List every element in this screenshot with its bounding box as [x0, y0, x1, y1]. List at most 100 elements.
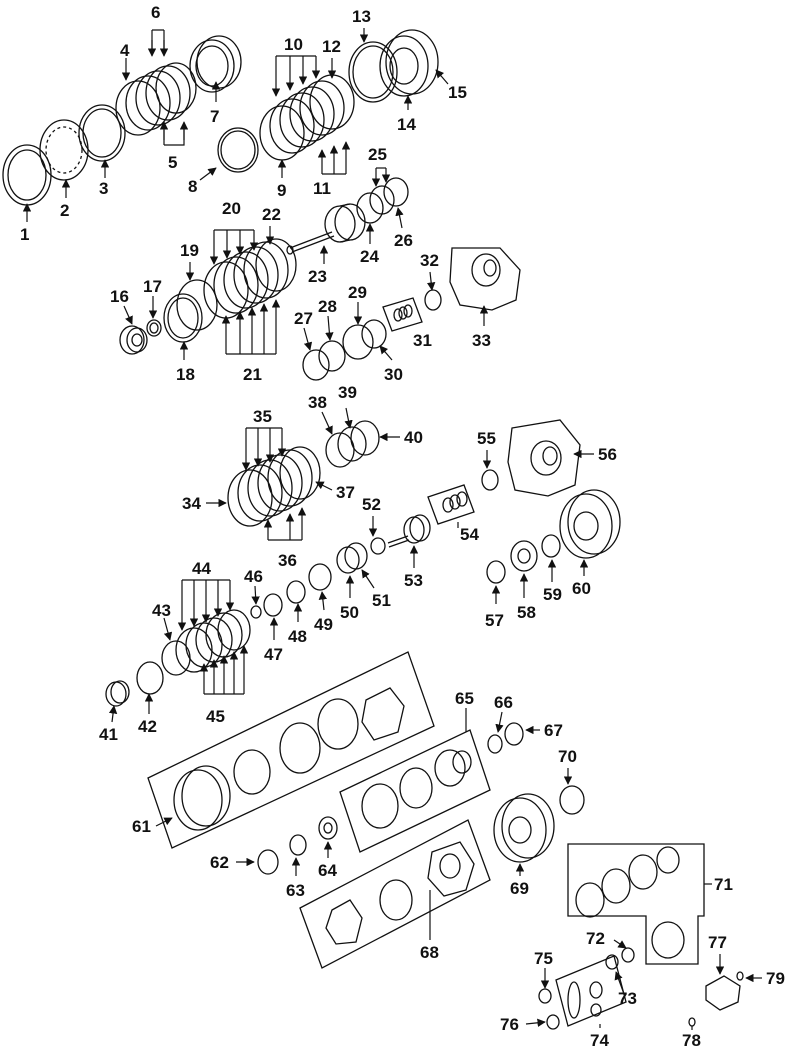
part-72-73 [605, 947, 635, 970]
kit-61-box [147, 651, 435, 849]
callout-60: 60 [572, 579, 591, 598]
callout-70: 70 [558, 747, 577, 766]
part-55-ring [481, 469, 499, 491]
part-75-76 [538, 988, 560, 1030]
parts-drawing [2, 29, 744, 1030]
part-18-ring [163, 293, 203, 343]
callout-54: 54 [460, 525, 479, 544]
part-17-washer [146, 319, 162, 337]
callout-57: 57 [485, 611, 504, 630]
callout-36: 36 [278, 551, 297, 570]
kit-74-box [555, 955, 627, 1027]
part-66-67-70 [487, 722, 585, 815]
callout-78: 78 [682, 1031, 701, 1050]
part-4-5-6-clutch-pack [115, 62, 197, 136]
callout-51: 51 [372, 591, 391, 610]
callout-41: 41 [99, 725, 118, 744]
callout-66: 66 [494, 693, 513, 712]
callout-4: 4 [120, 41, 130, 60]
leader-lines [22, 28, 762, 1030]
callout-40: 40 [404, 428, 423, 447]
part-23-shaft [286, 203, 366, 255]
part-3-ring [78, 104, 126, 162]
callout-29: 29 [348, 283, 367, 302]
callout-labels: 1 2 3 4 5 6 7 8 9 10 11 12 13 14 15 16 1… [20, 3, 785, 1050]
part-31-seal-box [382, 297, 423, 332]
callout-7: 7 [210, 107, 219, 126]
callout-1: 1 [20, 225, 29, 244]
part-16-gear [119, 325, 148, 355]
part-13-ring [348, 41, 398, 103]
callout-76: 76 [500, 1015, 519, 1034]
callout-68: 68 [420, 943, 439, 962]
part-33-pump-cover [449, 247, 521, 311]
callout-37: 37 [336, 483, 355, 502]
kit-68-box [299, 819, 491, 969]
kit-65-box [339, 729, 491, 853]
callout-59: 59 [543, 585, 562, 604]
callout-10: 10 [284, 35, 303, 54]
callout-22: 22 [262, 205, 281, 224]
part-24-26-rings [356, 177, 409, 224]
callout-13: 13 [352, 7, 371, 26]
callout-47: 47 [264, 645, 283, 664]
callout-18: 18 [176, 365, 195, 384]
part-57-60-parts [486, 489, 621, 584]
part-2-plate [39, 119, 89, 181]
callout-69: 69 [510, 879, 529, 898]
part-69-drum [493, 793, 555, 863]
callout-34: 34 [182, 494, 201, 513]
callout-46: 46 [244, 567, 263, 586]
callout-2: 2 [60, 201, 69, 220]
callout-9: 9 [277, 181, 286, 200]
callout-73: 73 [618, 989, 637, 1008]
part-53-shaft [387, 514, 431, 548]
part-8-ring [217, 127, 259, 173]
callout-24: 24 [360, 247, 379, 266]
part-42-ring [136, 661, 164, 695]
callout-64: 64 [318, 861, 337, 880]
part-41-gear [105, 680, 130, 707]
callout-53: 53 [404, 571, 423, 590]
callout-14: 14 [397, 115, 416, 134]
kit-71-box [567, 843, 705, 965]
part-38-40-rings [325, 420, 380, 468]
callout-61: 61 [132, 817, 151, 836]
callout-62: 62 [210, 853, 229, 872]
part-19-ring [176, 279, 218, 331]
callout-17: 17 [143, 277, 162, 296]
callout-44: 44 [192, 559, 211, 578]
callout-23: 23 [308, 267, 327, 286]
part-9-12-clutch-pack [259, 74, 355, 161]
part-27-30-rings [302, 319, 387, 381]
callout-55: 55 [477, 429, 496, 448]
callout-71: 71 [714, 875, 733, 894]
callout-25: 25 [368, 145, 387, 164]
callout-5: 5 [168, 153, 177, 172]
callout-52: 52 [362, 495, 381, 514]
callout-58: 58 [517, 603, 536, 622]
callout-63: 63 [286, 881, 305, 900]
callout-48: 48 [288, 627, 307, 646]
callout-3: 3 [99, 179, 108, 198]
part-54-seal-box [427, 484, 475, 525]
part-20-22-clutch-pack [203, 238, 297, 319]
callout-30: 30 [384, 365, 403, 384]
callout-38: 38 [308, 393, 327, 412]
callout-15: 15 [448, 83, 467, 102]
callout-27: 27 [294, 309, 313, 328]
callout-42: 42 [138, 717, 157, 736]
callout-77: 77 [708, 933, 727, 952]
callout-43: 43 [152, 601, 171, 620]
callout-8: 8 [188, 177, 197, 196]
callout-16: 16 [110, 287, 129, 306]
callout-28: 28 [318, 297, 337, 316]
callout-45: 45 [206, 707, 225, 726]
callout-65: 65 [455, 689, 474, 708]
callout-79: 79 [766, 969, 785, 988]
callout-56: 56 [598, 445, 617, 464]
part-1-ring [2, 144, 52, 206]
callout-50: 50 [340, 603, 359, 622]
callout-72: 72 [586, 929, 605, 948]
callout-19: 19 [180, 241, 199, 260]
